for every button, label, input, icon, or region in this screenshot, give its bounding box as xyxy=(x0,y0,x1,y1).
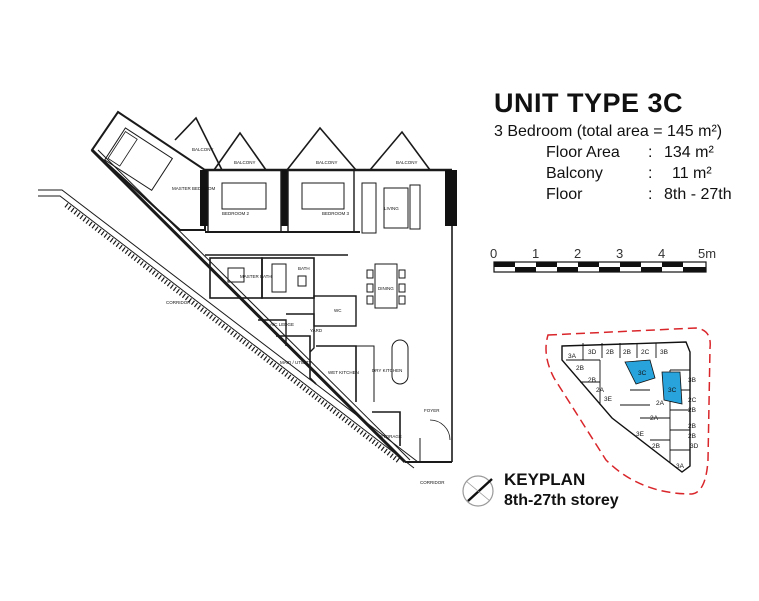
scale-tick-5: 5m xyxy=(698,246,716,261)
label-foyer: FOYER xyxy=(424,408,440,413)
svg-text:3E: 3E xyxy=(636,431,645,438)
bedroom-2 xyxy=(207,169,282,233)
svg-text:2C: 2C xyxy=(688,397,697,404)
spec-colon: : xyxy=(648,165,653,182)
label-balcony-3: BALCONY xyxy=(316,160,338,165)
spec-label: Balcony xyxy=(546,165,603,182)
ac-ledge xyxy=(258,319,287,346)
bed-master xyxy=(104,127,174,192)
balcony-1 xyxy=(174,116,224,171)
label-yard: YARD xyxy=(310,328,323,333)
label-wet-kitchen: WET KITCHEN xyxy=(328,370,359,375)
label-corridor-1: CORRIDOR xyxy=(166,300,191,305)
diagonal-wall xyxy=(90,148,407,464)
svg-text:3C: 3C xyxy=(638,370,647,377)
label-master-bath: MASTER BATH xyxy=(240,274,272,279)
balcony-4 xyxy=(369,130,431,171)
bath xyxy=(261,257,315,299)
north-arrow-icon xyxy=(462,475,494,507)
svg-text:2A: 2A xyxy=(650,415,659,422)
keyplan-title: KEYPLAN xyxy=(504,470,586,489)
svg-text:2B: 2B xyxy=(688,433,696,440)
label-balcony-2: BALCONY xyxy=(234,160,256,165)
keyplan-highlight-unit-2 xyxy=(661,371,683,405)
svg-text:2B: 2B xyxy=(588,377,596,384)
scale-bar: 0 1 2 3 4 5m xyxy=(490,246,716,273)
maid-utility xyxy=(276,335,317,385)
scale-tick-4: 4 xyxy=(658,246,665,261)
scale-tick-1: 1 xyxy=(532,246,539,261)
label-bath: BATH xyxy=(298,266,310,271)
label-dry-kitchen: DRY KITCHEN xyxy=(372,368,402,373)
label-balcony-4: BALCONY xyxy=(396,160,418,165)
keyplan-highlight-unit xyxy=(624,359,656,385)
spec-value: 134 m² xyxy=(664,144,714,161)
label-corridor-2: CORRIDOR xyxy=(420,480,445,485)
storage xyxy=(372,411,401,446)
svg-text:2C: 2C xyxy=(641,349,650,356)
keyplan-building xyxy=(561,341,691,473)
label-bedroom-2: BEDROOM 2 xyxy=(222,211,250,216)
label-master-bedroom: MASTER BEDROOM xyxy=(172,186,216,191)
dining-table xyxy=(366,263,406,309)
svg-text:2B: 2B xyxy=(623,349,631,356)
svg-text:2B: 2B xyxy=(688,407,696,414)
spec-value: 11 m² xyxy=(672,165,712,182)
label-dining: DINING xyxy=(378,286,394,291)
balcony-3 xyxy=(286,126,357,171)
svg-text:2B: 2B xyxy=(576,365,584,372)
svg-text:3E: 3E xyxy=(604,396,613,403)
label-wc: WC xyxy=(334,308,342,313)
yard xyxy=(286,313,315,353)
scale-tick-0: 0 xyxy=(490,246,497,261)
label-balcony-1: BALCONY xyxy=(192,147,214,152)
room-labels: BALCONY BALCONY BALCONY BALCONY MASTER B… xyxy=(166,147,445,485)
label-storage: STORAGE xyxy=(380,434,402,439)
svg-text:3B: 3B xyxy=(660,349,668,356)
keyplan: 3D 2B 2B 2C 3B 3A 3C 2B 2B 2A 3E 3C 3B 2… xyxy=(462,327,711,507)
unit-title: UNIT TYPE 3C xyxy=(494,88,684,118)
keyplan-subtitle: 8th-27th storey xyxy=(504,492,619,509)
wc xyxy=(313,295,357,327)
svg-text:2A: 2A xyxy=(596,387,605,394)
label-ac-ledge: A/C LEDGE xyxy=(270,322,294,327)
keyplan-boundary xyxy=(545,327,711,495)
svg-text:2B: 2B xyxy=(688,423,696,430)
svg-text:3D: 3D xyxy=(690,443,699,450)
svg-text:3C: 3C xyxy=(668,387,677,394)
svg-text:2B: 2B xyxy=(652,443,660,450)
scale-tick-2: 2 xyxy=(574,246,581,261)
label-living: LIVING xyxy=(384,206,399,211)
svg-text:3B: 3B xyxy=(688,377,696,384)
label-maid-utility: MAID / UTILITY xyxy=(280,360,312,365)
floor-plan xyxy=(38,110,457,469)
svg-text:3A: 3A xyxy=(568,353,577,360)
svg-text:3A: 3A xyxy=(676,463,685,470)
spec-colon: : xyxy=(648,186,653,203)
spec-value: 8th - 27th xyxy=(664,186,732,203)
dry-kitchen-counter xyxy=(356,339,409,402)
corridor-band xyxy=(38,189,419,469)
svg-text:2A: 2A xyxy=(656,400,665,407)
spec-label: Floor Area xyxy=(546,144,620,161)
balcony-2 xyxy=(213,131,267,171)
spec-label: Floor xyxy=(546,186,583,203)
svg-text:2B: 2B xyxy=(606,349,614,356)
svg-text:3D: 3D xyxy=(588,349,597,356)
living-furniture xyxy=(361,182,421,234)
unit-subtitle: 3 Bedroom (total area = 145 m²) xyxy=(494,123,723,140)
master-bedroom-wall xyxy=(90,110,206,231)
scale-tick-3: 3 xyxy=(616,246,623,261)
spec-colon: : xyxy=(648,144,653,161)
label-bedroom-3: BEDROOM 3 xyxy=(322,211,350,216)
keyplan-labels: 3D 2B 2B 2C 3B 3A 3C 2B 2B 2A 3E 3C 3B 2… xyxy=(568,349,699,470)
